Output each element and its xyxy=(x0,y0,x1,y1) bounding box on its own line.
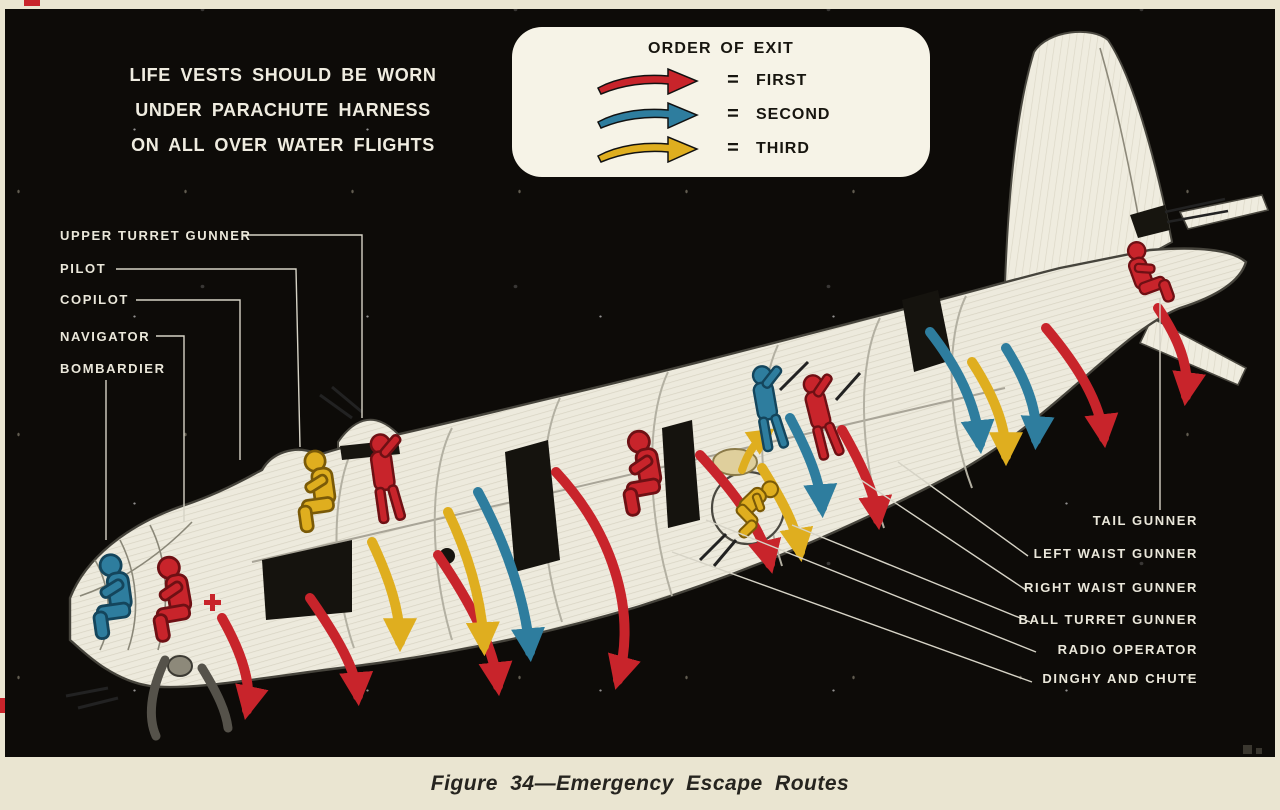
second-arrow-icon xyxy=(597,101,699,129)
label-left-waist-gunner: LEFT WAIST GUNNER xyxy=(1033,546,1198,561)
order-of-exit-legend: ORDER OF EXIT = FIRST = SECOND = THIRD xyxy=(512,27,930,177)
legend-label-first: FIRST xyxy=(756,71,808,89)
label-copilot: COPILOT xyxy=(60,292,129,307)
legend-title: ORDER OF EXIT xyxy=(647,40,795,57)
legend-row-second: = SECOND xyxy=(596,99,930,130)
label-upper-turret-gunner: UPPER TURRET GUNNER xyxy=(60,228,252,243)
legend-row-third: = THIRD xyxy=(596,133,930,164)
label-bombardier: BOMBARDIER xyxy=(60,361,166,376)
label-tail-gunner: TAIL GUNNER xyxy=(1092,513,1198,528)
equals-sign: = xyxy=(727,103,739,125)
life-vest-warning: LIFE VESTS SHOULD BE WORN UNDER PARACHUT… xyxy=(116,58,450,163)
warning-line-2: UNDER PARACHUTE HARNESS xyxy=(135,100,431,120)
third-arrow-icon xyxy=(597,135,699,163)
legend-rows: = FIRST = SECOND = THIRD xyxy=(512,65,930,164)
legend-row-first: = FIRST xyxy=(596,65,930,96)
warning-line-1: LIFE VESTS SHOULD BE WORN xyxy=(129,65,437,85)
equals-sign: = xyxy=(727,69,739,91)
equals-sign: = xyxy=(727,137,739,159)
label-radio-operator: RADIO OPERATOR xyxy=(1057,642,1198,657)
label-pilot: PILOT xyxy=(60,261,107,276)
label-dinghy-and-chute: DINGHY AND CHUTE xyxy=(1042,671,1198,686)
first-arrow-icon xyxy=(597,67,699,95)
legend-label-third: THIRD xyxy=(756,139,810,157)
legend-label-second: SECOND xyxy=(756,105,831,123)
label-right-waist-gunner: RIGHT WAIST GUNNER xyxy=(1024,580,1198,595)
label-ball-turret-gunner: BALL TURRET GUNNER xyxy=(1018,612,1198,627)
warning-line-3: ON ALL OVER WATER FLIGHTS xyxy=(131,135,435,155)
label-navigator: NAVIGATOR xyxy=(60,329,151,344)
figure-caption: Figure 34—Emergency Escape Routes xyxy=(430,772,850,795)
